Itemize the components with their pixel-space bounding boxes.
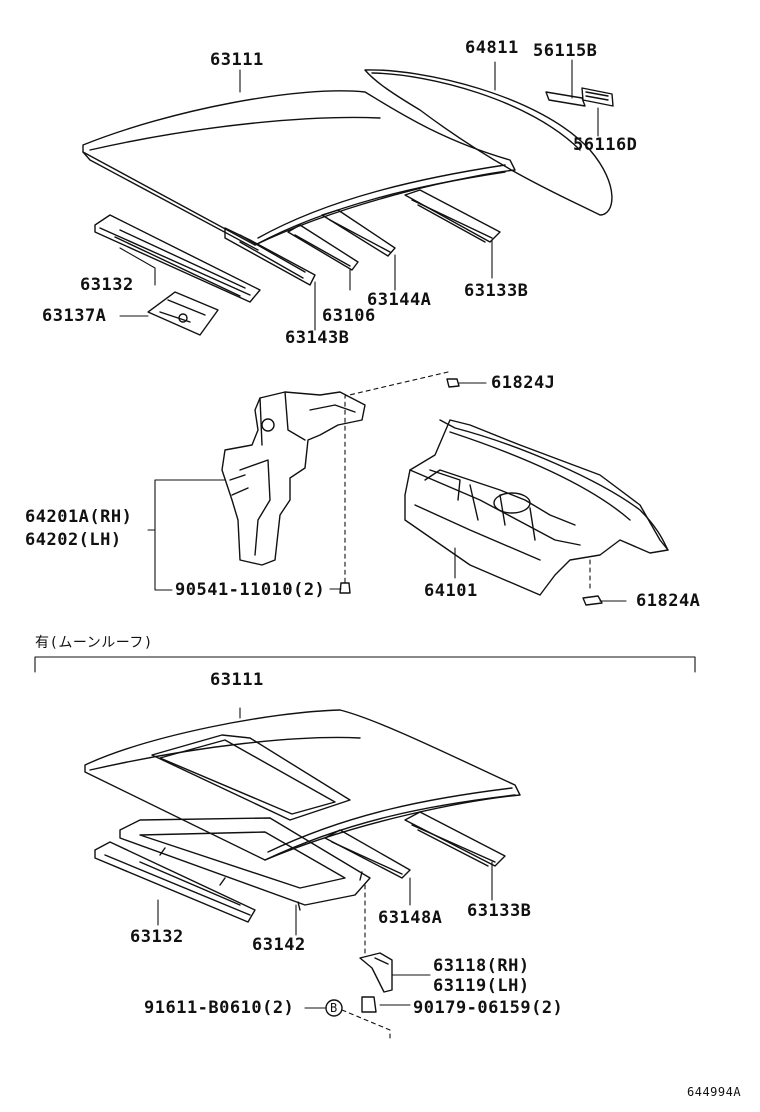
clip-a-drawing: [582, 559, 627, 606]
bolt-marker-letter: B: [330, 1001, 338, 1015]
clip-j-drawing: [446, 378, 487, 388]
back-window-drawing: [364, 69, 613, 216]
label-clip-j: 61824J: [491, 373, 556, 393]
label-header-bracket: 63137A: [42, 306, 107, 326]
label-nut: 90179-06159(2): [413, 998, 564, 1018]
label-moonroof-rear-header: 63133B: [467, 901, 532, 921]
label-roof-panel: 63111: [210, 50, 264, 70]
lower-leader-lines: [157, 707, 493, 1009]
label-clip-a: 61824A: [636, 591, 701, 611]
label-screw: 90541-11010(2): [175, 580, 326, 600]
label-rear-panel: 64101: [424, 581, 478, 601]
section-title-moonroof: 有(ムーンルーフ): [35, 635, 153, 651]
label-front-header: 63132: [80, 275, 134, 295]
label-moonroof-front-header: 63132: [130, 927, 184, 947]
moonroof-roof-panel-drawing: [84, 709, 521, 861]
pillar-drawing: [221, 391, 366, 566]
label-sunroof-frame: 63142: [252, 935, 306, 955]
roof-bow-drawings: [224, 189, 501, 286]
dashed-guide: [344, 371, 449, 586]
label-bracket-rh: 63118(RH): [433, 956, 530, 976]
label-roof-bow: 63106: [322, 306, 376, 326]
roof-panel-drawing: [82, 90, 516, 251]
pillar-leader-lines: [147, 479, 456, 591]
moonroof-bracket-drawing: [359, 952, 393, 1013]
label-bolt: 91611-B0610(2): [144, 998, 295, 1018]
label-moonroof-roof-bow-a: 63148A: [378, 908, 443, 928]
front-header-drawing: [94, 214, 261, 303]
section-bracket: [34, 656, 696, 673]
moonroof-front-header-drawing: [94, 841, 256, 923]
label-pillar-lh: 64202(LH): [25, 530, 122, 550]
bolt-dashed-guide: [341, 1009, 391, 1041]
label-roof-bow-b: 63143B: [285, 328, 350, 348]
label-roof-bow-a: 63144A: [367, 290, 432, 310]
label-rear-header: 63133B: [464, 281, 529, 301]
label-bracket-lh: 63119(LH): [433, 976, 530, 996]
label-plate-b: 56115B: [533, 41, 598, 61]
plate-drawings: [545, 87, 614, 107]
rear-panel-drawing: [404, 419, 669, 596]
upper-leader-lines: [119, 59, 599, 331]
screw-drawing: [339, 582, 351, 594]
header-bracket-drawing: [147, 291, 219, 336]
figure-id: 644994A: [687, 1085, 742, 1099]
sunroof-frame-drawing: [119, 817, 371, 911]
label-plate-d: 56116D: [573, 135, 638, 155]
label-pillar-rh: 64201A(RH): [25, 507, 133, 527]
label-moonroof-roof-panel: 63111: [210, 670, 264, 690]
label-back-window: 64811: [465, 38, 519, 58]
moonroof-roof-bow-drawings: [324, 811, 506, 879]
